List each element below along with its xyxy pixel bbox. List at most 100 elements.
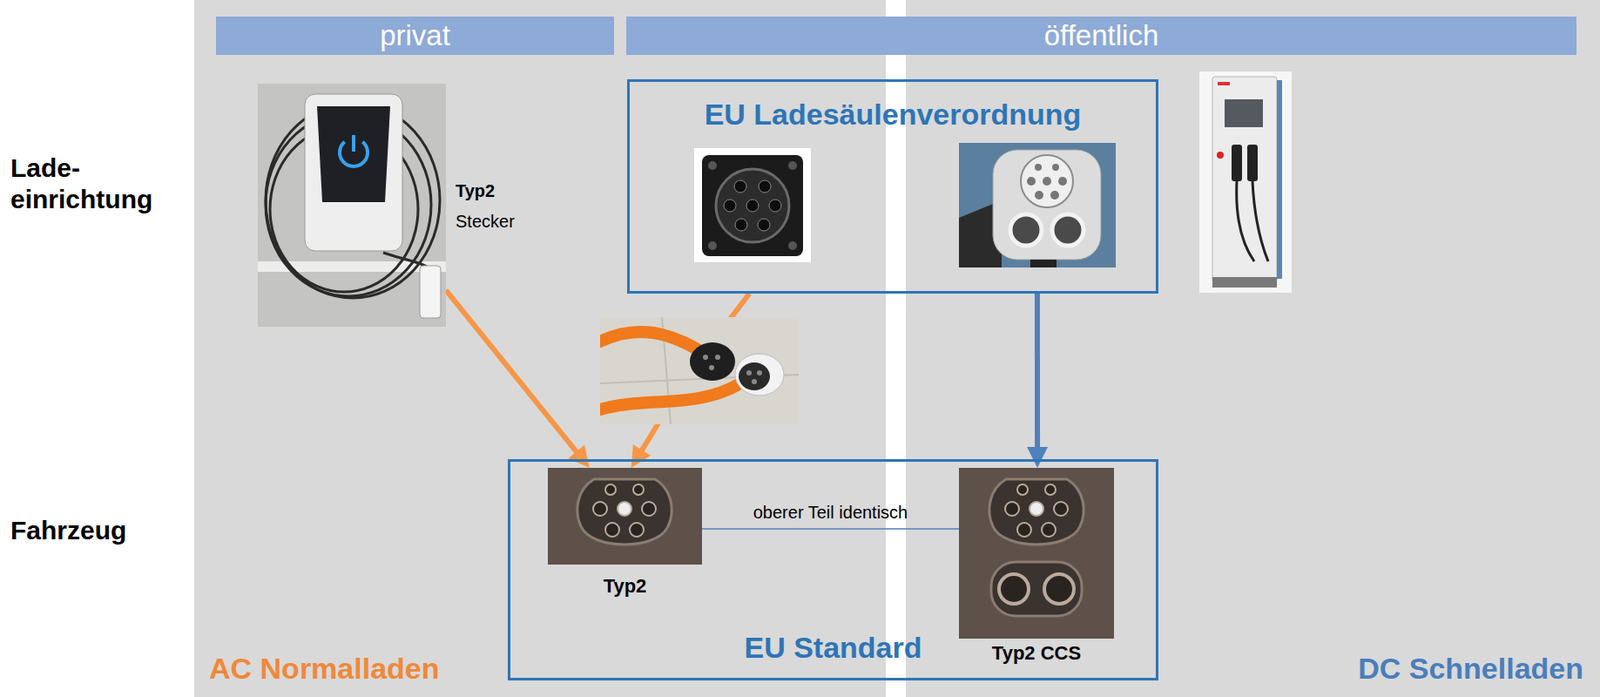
wallbox-photo: Typ2Stecker <box>257 83 446 327</box>
pin <box>746 370 752 376</box>
photo-ground <box>694 148 811 263</box>
floor <box>600 317 799 425</box>
screw <box>788 241 797 250</box>
plug-stem <box>1030 259 1057 268</box>
pin <box>1058 176 1067 186</box>
connector-line <box>1034 293 1040 452</box>
pin-hole <box>1017 484 1028 495</box>
white-plug <box>735 353 784 396</box>
arrowhead <box>567 445 589 468</box>
mode-label-slot: DC Schnelladen <box>1289 650 1584 686</box>
plug-face <box>992 149 1101 260</box>
holster <box>1231 144 1243 182</box>
photo-ground <box>958 467 1114 639</box>
charger-cable <box>1236 181 1255 262</box>
charger-logo <box>1217 81 1230 86</box>
tile-joint <box>600 317 799 425</box>
node-text: öffentlich <box>1044 18 1159 54</box>
header-bar: privat <box>216 16 615 55</box>
inlet-outline <box>989 479 1084 545</box>
pin-hole <box>605 484 616 495</box>
photo-ground <box>958 142 1116 268</box>
pin <box>1026 176 1036 186</box>
inlet-socket <box>989 479 1084 545</box>
mode-label: DC Schnelladen <box>1289 650 1584 686</box>
socket-illustration <box>694 148 811 263</box>
pin <box>1042 176 1052 186</box>
charger-strip <box>1276 80 1283 279</box>
arrowhead <box>1026 446 1048 468</box>
wallbox-illustration <box>257 83 446 327</box>
node-text: Typ2 <box>455 175 515 207</box>
pin-hole <box>617 501 632 516</box>
regulation-box: EU Ladesäulenverordnung <box>627 79 1159 294</box>
black-plug <box>689 342 736 381</box>
mode-label: AC Normalladen <box>209 650 497 686</box>
caption: Typ2 CCS <box>958 641 1114 665</box>
pin <box>702 354 709 360</box>
caption: Typ2Stecker <box>455 175 515 237</box>
photo-ground <box>1199 71 1292 293</box>
ac-arrow <box>445 290 590 468</box>
ccs-plug-illustration <box>958 142 1116 268</box>
pin <box>1034 190 1044 200</box>
node-text: Stecker <box>455 206 515 237</box>
pin <box>751 378 757 385</box>
node-text: privat <box>379 18 451 54</box>
pin <box>1050 190 1060 200</box>
type2-inlet-illustration <box>547 467 703 565</box>
pin-hole <box>633 484 644 495</box>
pin-hole <box>1029 501 1044 516</box>
row-label: Lade- einrichtung <box>10 152 176 216</box>
pin-hole <box>1053 501 1068 516</box>
node-text: Typ2 <box>547 574 703 598</box>
holster <box>1247 144 1258 182</box>
inlet-photo: Typ2 CCS <box>958 467 1114 639</box>
row-label: Fahrzeug <box>10 514 176 547</box>
pin <box>1034 163 1042 171</box>
power-icon <box>351 135 356 152</box>
wallbox-body <box>304 94 403 251</box>
pin-hole <box>758 180 771 193</box>
screw <box>788 161 797 170</box>
pin-hole <box>757 218 770 231</box>
edge-label-slot: oberer Teil identisch <box>753 501 909 523</box>
photo-ground <box>547 467 703 565</box>
stop-button <box>1216 151 1224 159</box>
pin <box>715 354 721 360</box>
pin-hole <box>746 199 759 212</box>
dc-arrow <box>1026 293 1048 468</box>
pin-hole <box>723 199 736 212</box>
orange-cable <box>600 331 708 356</box>
plug-face <box>738 362 770 391</box>
cable-coil <box>265 102 440 298</box>
dc-charger-illustration <box>1199 71 1292 293</box>
row-label-slot: Lade- einrichtung <box>10 152 176 216</box>
pin <box>756 370 763 376</box>
charger-screen <box>1224 99 1263 128</box>
pin-hole <box>735 218 748 231</box>
pin-hole <box>769 199 782 212</box>
wallbox-panel <box>317 106 391 203</box>
mode-label-slot: AC Normalladen <box>209 650 497 686</box>
node-text: EU Ladesäulenverordnung <box>704 96 1082 133</box>
pin-hole <box>605 522 620 537</box>
inlet-outline <box>577 479 672 545</box>
pin-hole <box>1045 484 1056 495</box>
ccs-inlet-illustration <box>958 467 1114 639</box>
pin-hole <box>593 501 608 516</box>
orange-cable <box>600 383 741 410</box>
pin-hole <box>641 501 656 516</box>
pin-hole <box>629 522 644 537</box>
plug <box>419 265 441 318</box>
inlet-socket <box>577 479 672 545</box>
dc-pin <box>1010 214 1042 246</box>
cable <box>383 252 427 267</box>
ac-part <box>1020 155 1074 208</box>
dc-pin-hole <box>999 573 1029 604</box>
pin-hole <box>734 180 747 193</box>
wall <box>257 83 446 327</box>
pin-hole <box>1017 522 1032 537</box>
